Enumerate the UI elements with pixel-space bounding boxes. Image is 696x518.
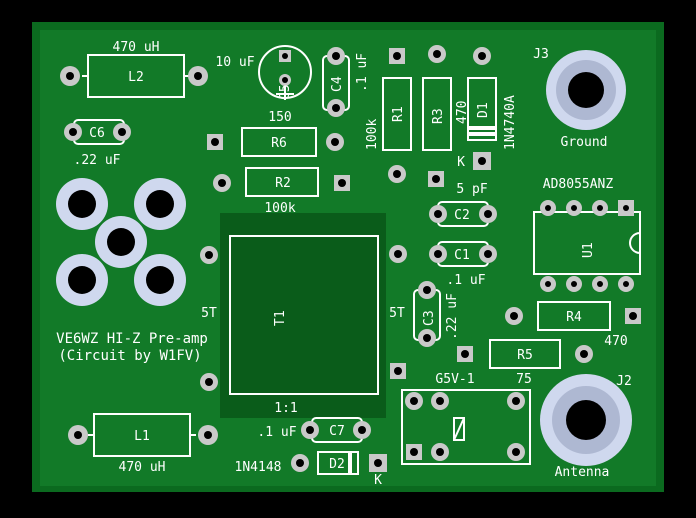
j3-ref: J3 — [533, 47, 549, 62]
cap-c4 — [322, 47, 350, 117]
cap-c3 — [413, 281, 441, 347]
r4-value: 470 — [604, 334, 627, 349]
j2-ref: J2 — [616, 374, 632, 389]
resistor-r1 — [382, 48, 412, 183]
r3-value: 470 — [455, 101, 470, 124]
r6-value: 150 — [268, 110, 291, 125]
cap-c5 — [258, 45, 312, 100]
r5-value: 75 — [516, 372, 532, 387]
big-pad-cluster — [56, 178, 186, 306]
c3-ref: C3 — [422, 310, 437, 326]
board-title: VE6WZ HI-Z Pre-amp — [56, 331, 208, 347]
c7-ref: C7 — [329, 424, 345, 439]
r4-ref: R4 — [566, 310, 582, 325]
t1-ref: T1 — [273, 310, 288, 326]
l2-ref: L2 — [128, 70, 144, 85]
r2-value: 100k — [264, 201, 295, 216]
d1-ref: D1 — [476, 102, 491, 118]
r3-ref: R3 — [431, 108, 446, 124]
r1-ref: R1 — [391, 106, 406, 122]
c7-value: .1 uF — [257, 425, 296, 440]
c2-value: 5 pF — [456, 182, 487, 197]
c5-ref: C5 — [278, 84, 293, 100]
l1-value: 470 uH — [119, 460, 166, 475]
c1-ref: C1 — [454, 248, 470, 263]
d2-k-mark: K — [374, 473, 382, 488]
d2-ref: D2 — [329, 457, 345, 472]
inductor-l1 — [68, 413, 218, 457]
transformer-t1 — [200, 235, 407, 395]
r5-ref: R5 — [517, 348, 533, 363]
connector-j3 — [546, 50, 626, 130]
diode-d2 — [291, 451, 387, 475]
u1-ref: U1 — [581, 242, 596, 258]
c2-ref: C2 — [454, 208, 470, 223]
r1-value: 100k — [365, 119, 380, 150]
t1-left-turns: 5T — [201, 306, 217, 321]
t1-pour — [220, 213, 386, 418]
l2-value: 470 uH — [113, 40, 160, 55]
cap-c1 — [429, 241, 497, 267]
cap-c7 — [301, 417, 371, 443]
r2-ref: R2 — [275, 176, 291, 191]
cap-c6 — [64, 119, 131, 145]
j3-label: Ground — [561, 135, 608, 150]
connector-j2 — [540, 374, 632, 466]
c3-value: .22 uF — [445, 293, 460, 340]
c4-value: .1 uF — [355, 53, 370, 92]
r6-ref: R6 — [271, 136, 287, 151]
c1-value: .1 uF — [446, 273, 485, 288]
resistor-r3 — [422, 45, 452, 187]
l1-ref: L1 — [134, 429, 150, 444]
u1-value: AD8055ANZ — [543, 177, 614, 192]
d1-k-mark: K — [457, 155, 465, 170]
relay-k1 — [401, 389, 531, 465]
c6-ref: C6 — [89, 126, 105, 141]
c6-value: .22 uF — [74, 153, 121, 168]
c4-ref: C4 — [330, 76, 345, 92]
d2-value: 1N4148 — [235, 460, 282, 475]
diode-d1 — [467, 47, 497, 170]
cap-c2 — [429, 201, 497, 227]
resistor-r4 — [505, 301, 641, 331]
d1-value: 1N4740A — [503, 95, 518, 150]
inductor-l2 — [60, 54, 208, 98]
resistor-r2 — [213, 167, 350, 197]
ic-u1 — [533, 200, 641, 292]
t1-ratio: 1:1 — [274, 401, 297, 416]
j2-label: Antenna — [555, 465, 610, 480]
t1-right-turns: 5T — [389, 306, 405, 321]
k1-value: G5V-1 — [435, 372, 474, 387]
c5-value: 10 uF — [215, 55, 254, 70]
resistor-r5 — [457, 339, 593, 369]
resistor-r6 — [207, 127, 344, 157]
board-subtitle: (Circuit by W1FV) — [58, 348, 201, 364]
